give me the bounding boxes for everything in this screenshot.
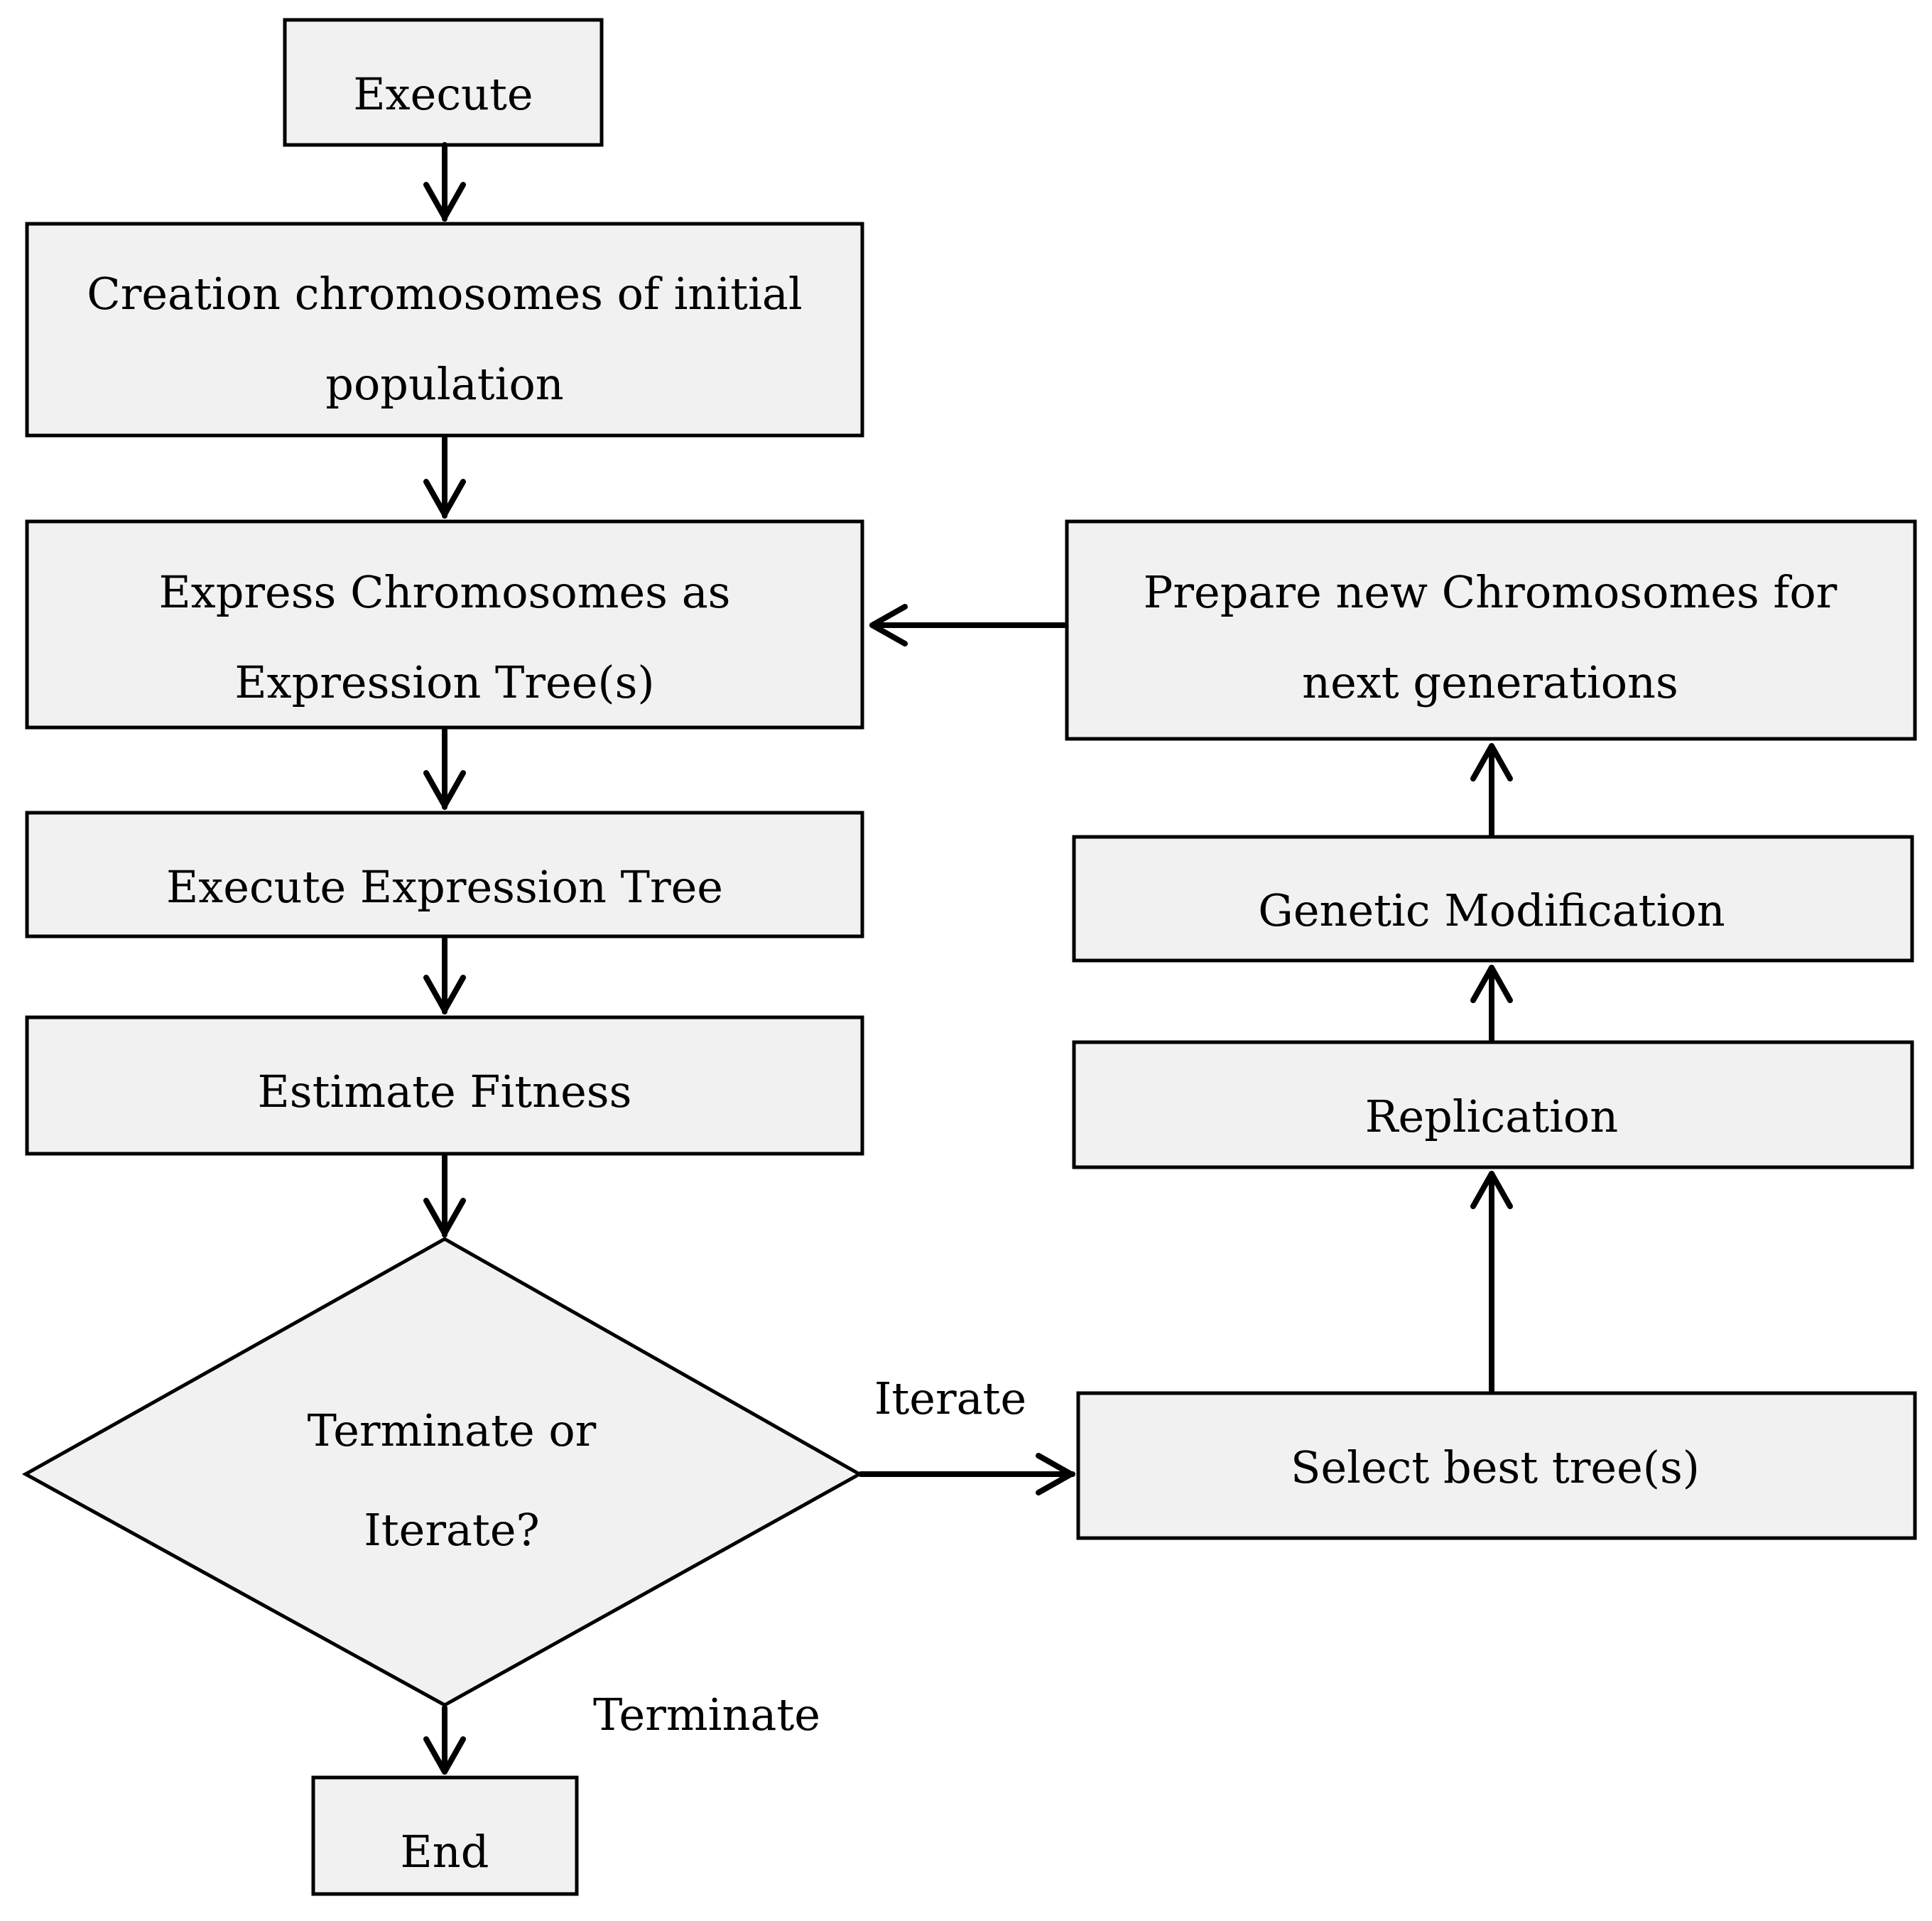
arrow-decision-to-end xyxy=(423,1705,466,1775)
arrow-execute-to-creation xyxy=(423,142,466,222)
node-replication-label: Replication xyxy=(1365,1091,1618,1142)
arrow-express-to-execute-tree xyxy=(423,727,466,810)
node-genetic-label: Genetic Modification xyxy=(1258,884,1725,936)
arrow-estimate-to-decision xyxy=(423,1154,466,1238)
arrow-genetic-to-prepare xyxy=(1470,743,1513,837)
node-estimate-label: Estimate Fitness xyxy=(258,1066,632,1118)
node-execute-label: Execute xyxy=(353,68,533,120)
node-creation-label-line2: population xyxy=(325,358,563,410)
node-decision-label-line2: Iterate? xyxy=(364,1504,540,1556)
arrow-decision-to-select xyxy=(858,1453,1075,1495)
node-prepare-label-line2: next generations xyxy=(1302,656,1678,708)
node-replication xyxy=(1072,1040,1914,1169)
edge-label-iterate: Iterate xyxy=(874,1373,1026,1424)
node-prepare xyxy=(1065,519,1917,741)
node-creation-label-line1: Creation chromosomes of initial xyxy=(87,268,802,320)
node-express-label-line1: Express Chromosomes as xyxy=(159,566,731,618)
node-execute-tree xyxy=(25,811,864,938)
arrow-replication-to-genetic xyxy=(1470,965,1513,1042)
node-decision-label-line1: Terminate or xyxy=(308,1405,597,1456)
node-creation xyxy=(25,222,864,438)
node-decision xyxy=(21,1237,864,1707)
node-execute xyxy=(283,18,604,147)
node-end xyxy=(311,1775,579,1896)
arrow-select-to-replication xyxy=(1470,1171,1513,1393)
arrow-execute-tree-to-estimate xyxy=(423,936,466,1014)
node-select xyxy=(1076,1391,1917,1540)
node-select-label: Select best tree(s) xyxy=(1291,1441,1700,1493)
node-execute-tree-label: Execute Expression Tree xyxy=(166,861,723,913)
arrow-prepare-to-express xyxy=(869,604,1067,646)
node-prepare-label-line1: Prepare new Chromosomes for xyxy=(1144,566,1838,618)
node-end-label: End xyxy=(401,1826,489,1878)
arrow-creation-to-express xyxy=(423,435,466,519)
node-express-label-line2: Expression Tree(s) xyxy=(234,656,654,708)
node-genetic xyxy=(1072,835,1914,963)
edge-label-terminate: Terminate xyxy=(593,1689,820,1741)
node-express xyxy=(25,519,864,730)
